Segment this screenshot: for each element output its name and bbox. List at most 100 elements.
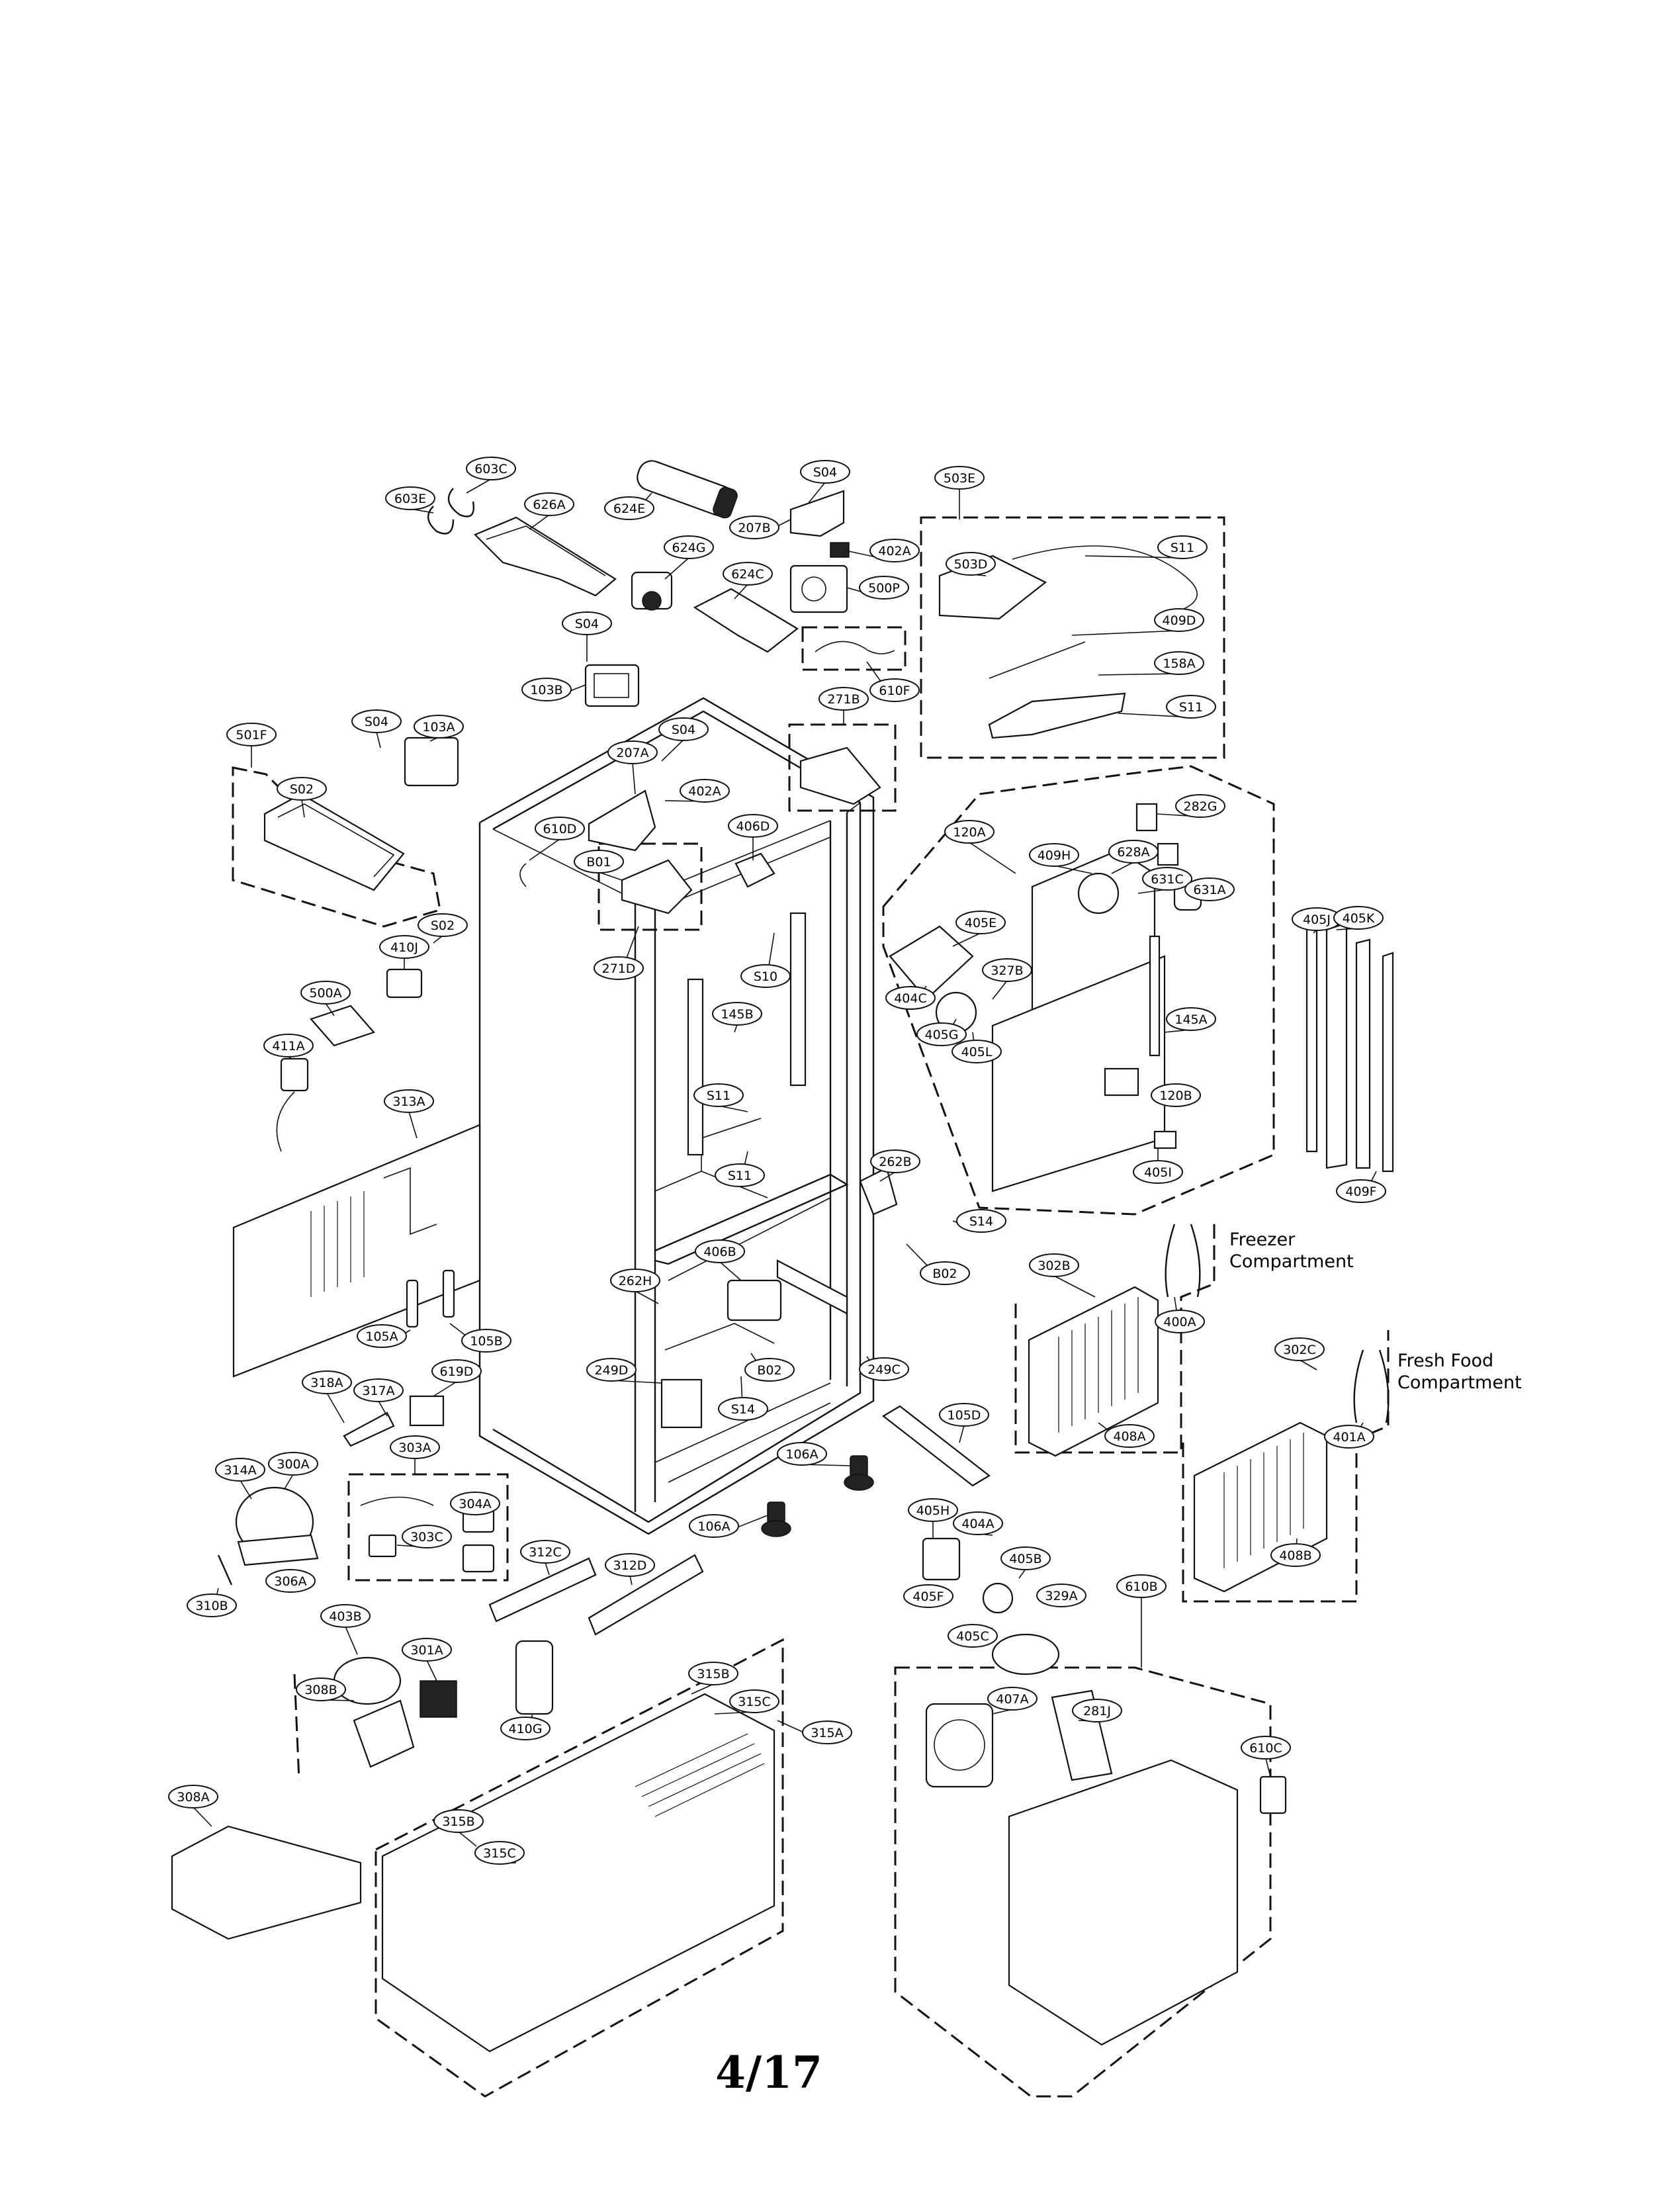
callout-bubble bbox=[1324, 1425, 1374, 1449]
part-callout: 402A bbox=[869, 539, 920, 562]
callout-bubble bbox=[418, 913, 468, 937]
part-number-label: S11 bbox=[1171, 541, 1194, 555]
group-outline-303a bbox=[347, 1473, 509, 1582]
part-number-label: 403B bbox=[329, 1609, 361, 1624]
part-number-label: 500A bbox=[309, 986, 341, 1001]
callout-bubble bbox=[1336, 1179, 1386, 1203]
callout-bubble bbox=[1000, 1546, 1051, 1570]
part-number-label: 619D bbox=[440, 1364, 474, 1379]
leader-line bbox=[466, 478, 492, 494]
part-callout: 314A bbox=[215, 1458, 265, 1482]
part-number-label: 207A bbox=[616, 746, 648, 760]
callout-bubble bbox=[680, 779, 730, 803]
part-number-label: 409D bbox=[1163, 613, 1196, 628]
part-number-label: S11 bbox=[1179, 700, 1203, 715]
callout-bubble bbox=[521, 678, 572, 701]
part-number-label: 628A bbox=[1117, 845, 1149, 860]
callout-bubble bbox=[948, 1624, 998, 1648]
part-number-label: 405C bbox=[956, 1629, 989, 1644]
callout-bubble bbox=[1274, 1337, 1325, 1361]
leader-line bbox=[193, 1807, 212, 1827]
part-callout: 312C bbox=[520, 1540, 570, 1564]
callout-bubble bbox=[777, 1442, 827, 1466]
callout-bubble bbox=[800, 460, 850, 484]
callout-bubble bbox=[574, 850, 624, 873]
callout-bubble bbox=[562, 611, 612, 635]
part-number-label: 304A bbox=[459, 1497, 491, 1511]
part-callout: B02 bbox=[920, 1261, 970, 1285]
leader-line bbox=[959, 1425, 965, 1443]
part-callout: 400A bbox=[1155, 1310, 1205, 1333]
leader-line bbox=[691, 1683, 714, 1695]
part-callout: 315C bbox=[474, 1841, 525, 1865]
leader-line bbox=[458, 1831, 477, 1847]
callout-bubble bbox=[944, 820, 995, 844]
part-number-label: 603E bbox=[394, 492, 426, 506]
part-callout: 315A bbox=[802, 1721, 852, 1744]
part-callout: 158A bbox=[1154, 651, 1204, 675]
callout-bubble bbox=[1029, 1253, 1079, 1277]
group-outline-610b bbox=[894, 1666, 1272, 2098]
callout-bubble bbox=[296, 1677, 346, 1701]
part-number-label: 105A bbox=[365, 1329, 398, 1344]
callout-bubble bbox=[474, 1841, 525, 1865]
leader-line bbox=[719, 1261, 742, 1281]
part-number-label: 409F bbox=[1345, 1185, 1376, 1199]
part-callout: 408B bbox=[1270, 1543, 1321, 1567]
callout-bubble bbox=[385, 486, 435, 510]
callout-bubble bbox=[695, 1239, 745, 1263]
callout-bubble bbox=[277, 777, 327, 801]
leader-line bbox=[734, 584, 748, 600]
callout-bubble bbox=[610, 1269, 660, 1292]
part-callout: 249D bbox=[586, 1358, 637, 1382]
part-callout: 317A bbox=[353, 1378, 404, 1402]
part-number-label: 249C bbox=[867, 1363, 901, 1377]
part-callout: 404A bbox=[953, 1511, 1003, 1535]
part-number-label: 312D bbox=[613, 1558, 647, 1573]
callout-bubble bbox=[520, 1540, 570, 1564]
part-callout: 631C bbox=[1142, 867, 1192, 891]
leader-line bbox=[1053, 865, 1092, 874]
part-number-label: S02 bbox=[290, 782, 314, 797]
leader-line bbox=[661, 739, 684, 762]
leader-line bbox=[376, 731, 381, 748]
part-callout: 207B bbox=[729, 515, 779, 539]
callout-bubble bbox=[1270, 1543, 1321, 1567]
part-number-label: 301A bbox=[410, 1643, 443, 1658]
part-callout: S14 bbox=[718, 1397, 768, 1421]
callout-bubble bbox=[740, 964, 791, 988]
part-number-label: 302C bbox=[1283, 1343, 1316, 1357]
part-number-label: 500P bbox=[868, 581, 900, 596]
part-callout: 312D bbox=[605, 1553, 655, 1577]
callout-bubble bbox=[869, 539, 920, 562]
callout-bubble bbox=[1154, 651, 1204, 675]
part-number-label: 315A bbox=[811, 1726, 843, 1740]
part-number-label: 282G bbox=[1184, 799, 1217, 814]
part-shapes bbox=[171, 460, 1394, 2053]
page-number: 4/17 bbox=[715, 2047, 822, 2098]
part-number-label: 626A bbox=[533, 498, 565, 512]
callout-bubble bbox=[956, 1209, 1006, 1233]
callout-bubble bbox=[1133, 1160, 1183, 1184]
leader-line bbox=[1053, 1275, 1096, 1298]
callout-bubble bbox=[1072, 1699, 1122, 1722]
part-number-label: 310B bbox=[195, 1599, 228, 1613]
callout-bubble bbox=[390, 1435, 440, 1459]
part-number-label: 271D bbox=[602, 961, 636, 976]
part-number-label: 603C bbox=[474, 462, 508, 476]
part-number-label: 405H bbox=[916, 1503, 950, 1518]
part-number-label: S04 bbox=[813, 465, 837, 480]
part-callout: 405I bbox=[1133, 1160, 1183, 1184]
part-callout: 501F bbox=[226, 723, 277, 746]
part-callout: 329A bbox=[1036, 1584, 1086, 1607]
part-number-label: S11 bbox=[707, 1089, 730, 1103]
callout-bubble bbox=[402, 1525, 452, 1548]
leader-line bbox=[240, 1480, 252, 1499]
part-number-label: 106A bbox=[697, 1519, 730, 1534]
leader-line bbox=[1265, 1758, 1271, 1777]
part-callout: 628A bbox=[1108, 840, 1159, 864]
part-callout: S02 bbox=[418, 913, 468, 937]
part-number-label: 207B bbox=[738, 521, 770, 535]
part-callout: 315B bbox=[688, 1662, 738, 1685]
